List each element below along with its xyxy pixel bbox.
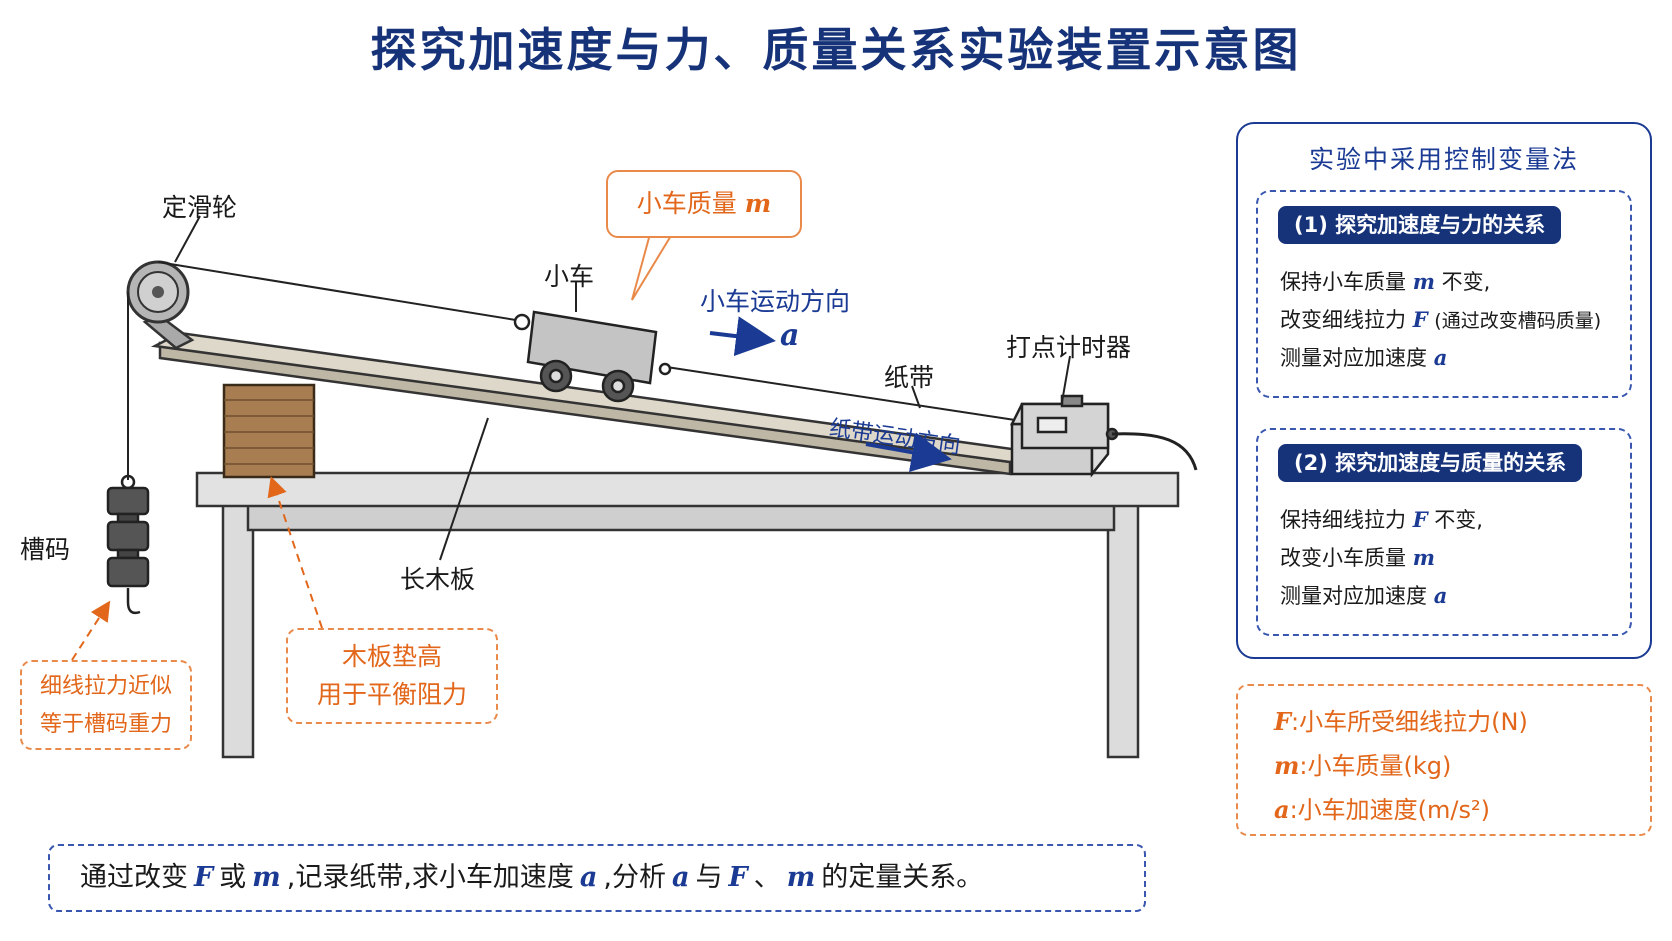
part2-line3: 测量对应加速度 a	[1280, 583, 1448, 608]
table-leg-right	[1106, 503, 1140, 759]
table-top	[195, 471, 1180, 508]
part2-line1: 保持细线拉力 F 不变,	[1280, 507, 1483, 532]
board-raise-line2: 用于平衡阻力	[316, 680, 467, 709]
pulley-label: 定滑轮	[162, 193, 238, 222]
weights-label: 槽码	[20, 535, 71, 564]
cart-direction-label: 小车运动方向	[700, 287, 851, 316]
page-title: 探究加速度与力、质量关系实验装置示意图	[370, 23, 1302, 77]
cart-mass-text: 小车质量	[636, 189, 737, 218]
cart-mass-symbol: m	[744, 189, 772, 218]
part2-box: (2) 探究加速度与质量的关系 保持细线拉力 F 不变, 改变小车质量 m 测量…	[1256, 428, 1632, 636]
part2-header: (2) 探究加速度与质量的关系	[1278, 444, 1583, 482]
string-upper	[157, 261, 529, 323]
board-raise-callout: 木板垫高 用于平衡阻力	[286, 628, 498, 724]
tape-label: 纸带	[884, 363, 935, 392]
part1-line3: 测量对应加速度 a	[1280, 345, 1448, 370]
cart-label: 小车	[544, 262, 595, 291]
wood-block	[222, 383, 316, 479]
ticker-timer	[1009, 394, 1198, 478]
legend-row-f: F:小车所受细线拉力(N)	[1274, 707, 1528, 736]
tension-line1: 细线拉力近似	[39, 674, 172, 699]
pulley	[126, 260, 195, 350]
control-variable-panel: 实验中采用控制变量法 (1) 探究加速度与力的关系 保持小车质量 m 不变, 改…	[1236, 122, 1652, 659]
part1-box: (1) 探究加速度与力的关系 保持小车质量 m 不变, 改变细线拉力 F (通过…	[1256, 190, 1632, 398]
symbol-legend: F:小车所受细线拉力(N) m:小车质量(kg) a:小车加速度(m/s²)	[1236, 684, 1652, 836]
table-leg-left	[221, 503, 255, 759]
tension-callout: 细线拉力近似 等于槽码重力	[20, 660, 192, 750]
cart-mass-callout: 小车质量 m	[606, 170, 802, 238]
cart-direction-arrow	[709, 316, 776, 357]
paper-tape	[659, 365, 1016, 421]
legend-row-a: a:小车加速度(m/s²)	[1274, 795, 1490, 824]
panel-title: 实验中采用控制变量法	[1308, 145, 1579, 174]
timer-label: 打点计时器	[1006, 333, 1132, 362]
part1-line1: 保持小车质量 m 不变,	[1280, 269, 1491, 294]
part1-header: (1) 探究加速度与力的关系	[1278, 206, 1562, 244]
board-raise-line1: 木板垫高	[341, 642, 442, 671]
hanging-weights	[106, 474, 150, 615]
part1-line2: 改变细线拉力 F (通过改变槽码质量)	[1280, 307, 1602, 332]
legend-row-m: m:小车质量(kg)	[1274, 751, 1452, 780]
part2-line2: 改变小车质量 m	[1280, 545, 1435, 570]
tension-line2: 等于槽码重力	[39, 712, 172, 737]
table	[195, 471, 1180, 759]
board-label: 长木板	[400, 565, 476, 594]
tape-direction-arrow	[865, 432, 952, 473]
cart	[513, 310, 672, 403]
cart-direction-symbol: a	[780, 318, 800, 353]
